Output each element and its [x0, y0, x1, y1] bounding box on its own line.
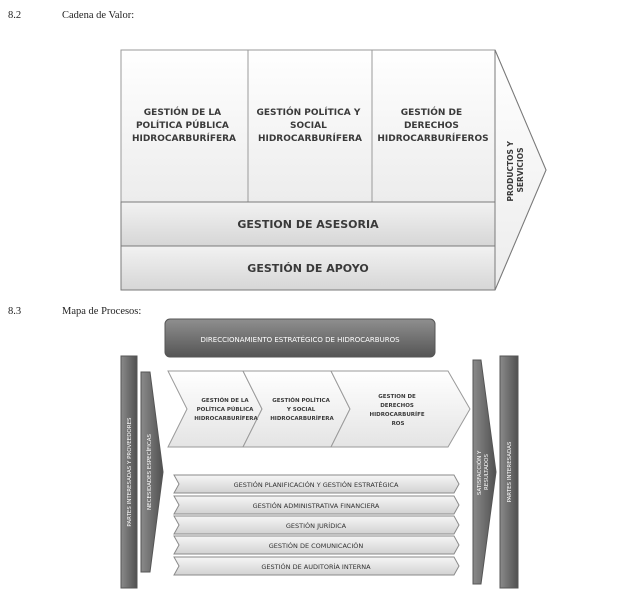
support-strip-5	[173, 556, 460, 576]
chevron-3-label: GESTION DE DERECHOS HIDROCARBURÍFE ROS	[369, 394, 426, 427]
primary-cell-3-line-2: DERECHOS	[404, 121, 459, 131]
primary-cell-2-line-2: SOCIAL	[290, 121, 327, 131]
right-results-line-1: SATISFACCIÓN Y	[476, 450, 483, 495]
primary-cell-2-line-1: GESTIÓN POLÍTICA Y	[256, 106, 360, 118]
chevron-3-line-1: GESTION DE	[378, 394, 416, 400]
chevron-3-line-3: HIDROCARBURÍFE	[369, 410, 424, 418]
section-title-mapa-de-procesos: Mapa de Procesos:	[62, 306, 142, 317]
support-strip-3	[173, 515, 460, 535]
band-apoyo-label: GESTIÓN DE APOYO	[247, 262, 368, 275]
band-asesoria	[120, 201, 496, 247]
right-stakeholders-label: PARTES INTERESADAS	[507, 441, 513, 502]
primary-cell-3	[371, 49, 496, 203]
section-title-cadena-de-valor: Cadena de Valor:	[62, 10, 135, 21]
band-asesoria-label: GESTION DE ASESORIA	[237, 218, 379, 231]
products-arrow-line-2: SERVICIOS	[516, 148, 525, 193]
primary-cell-3-line-3: HIDROCARBURÍFEROS	[377, 132, 488, 144]
strategic-box	[164, 318, 436, 358]
chevron-1-line-1: GESTIÓN DE LA	[201, 397, 249, 404]
right-stakeholders-bar	[499, 355, 519, 589]
strategic-box-label: DIRECCIONAMIENTO ESTRATÉGICO DE HIDROCAR…	[200, 335, 400, 344]
chevron-2-line-1: GESTIÓN POLÍTICA	[272, 396, 330, 404]
section-number-8-2: 8.2	[8, 10, 22, 21]
left-needs-label: NECESIDADES ESPECÍFICAS	[146, 434, 153, 510]
support-strip-4-label: GESTIÓN DE COMUNICACIÓN	[269, 541, 364, 550]
support-strip-1	[173, 474, 460, 494]
primary-cell-3-line-1: GESTIÓN DE	[401, 106, 462, 118]
chevron-2-line-3: HIDROCARBURÍFERA	[270, 414, 334, 422]
support-strip-4	[173, 535, 460, 555]
left-stakeholders-bar	[120, 355, 138, 589]
right-results-line-2: RESULTADOS	[484, 454, 490, 490]
products-arrow-label: PRODUCTOS Y SERVICIOS	[506, 138, 525, 201]
primary-cell-1-line-3: HIDROCARBURÍFERA	[132, 132, 236, 144]
chevron-1-line-3: HIDROCARBURÍFERA	[194, 414, 258, 422]
support-strip-1-label: GESTIÓN PLANIFICACIÓN Y GESTIÓN ESTRATÉG…	[234, 480, 399, 489]
chevron-3	[330, 370, 471, 448]
section-number-8-3: 8.3	[8, 306, 22, 317]
value-chain-diagram: GESTIÓN DE LA POLÍTICA PÚBLICA HIDROCARB…	[120, 49, 547, 291]
support-strip-5-label: GESTIÓN DE AUDITORÍA INTERNA	[261, 562, 371, 571]
chevron-1-label: GESTIÓN DE LA POLÍTICA PÚBLICA HIDROCARB…	[194, 397, 258, 422]
chevron-3-line-4: ROS	[392, 421, 405, 427]
band-apoyo	[120, 245, 496, 291]
left-stakeholders-label: PARTES INTERESADAS Y PROVEEDORES	[127, 417, 133, 527]
support-strip-3-label: GESTIÓN JURÍDICA	[286, 521, 347, 530]
chevron-3-line-2: DERECHOS	[380, 403, 414, 409]
chevron-2-label: GESTIÓN POLÍTICA Y SOCIAL HIDROCARBURÍFE…	[270, 396, 334, 422]
primary-cell-3-label: GESTIÓN DE DERECHOS HIDROCARBURÍFEROS	[377, 106, 488, 144]
primary-cell-1	[120, 49, 249, 203]
primary-cell-1-line-2: POLÍTICA PÚBLICA	[136, 119, 229, 131]
primary-cell-1-line-1: GESTIÓN DE LA	[144, 106, 221, 118]
support-strip-2	[173, 495, 460, 515]
primary-cell-2-label: GESTIÓN POLÍTICA Y SOCIAL HIDROCARBURÍFE…	[256, 106, 363, 144]
chevron-1-line-2: POLÍTICA PÚBLICA	[197, 405, 255, 413]
chevron-2-line-2: Y SOCIAL	[286, 407, 316, 413]
support-strip-2-label: GESTIÓN ADMINISTRATIVA FINANCIERA	[253, 501, 380, 510]
products-arrow	[494, 49, 547, 291]
primary-cell-2-line-3: HIDROCARBURÍFERA	[258, 132, 362, 144]
products-arrow-line-1: PRODUCTOS Y	[506, 141, 515, 202]
left-needs-arrow	[140, 371, 164, 573]
primary-cell-1-label: GESTIÓN DE LA POLÍTICA PÚBLICA HIDROCARB…	[132, 106, 236, 144]
right-results-arrow	[472, 359, 497, 585]
right-results-label: SATISFACCIÓN Y RESULTADOS	[476, 449, 490, 495]
process-map-diagram: DIRECCIONAMIENTO ESTRATÉGICO DE HIDROCAR…	[120, 318, 519, 589]
